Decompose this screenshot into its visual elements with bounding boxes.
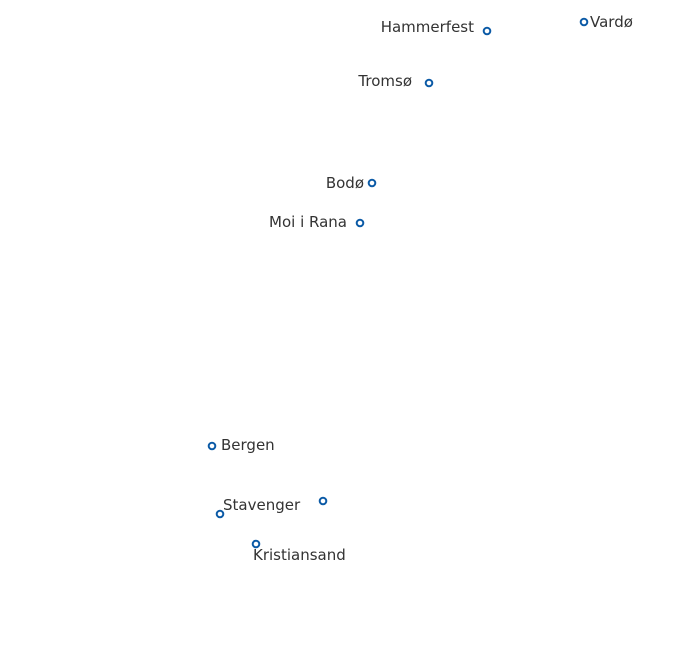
city-marker-hammerfest[interactable] xyxy=(482,26,492,36)
city-label-vardo: Vardø xyxy=(590,13,633,31)
city-marker-stavanger[interactable] xyxy=(215,509,225,519)
city-bergen[interactable]: Bergen xyxy=(207,436,275,454)
city-tromso[interactable]: Tromsø xyxy=(357,72,434,90)
city-stavanger[interactable]: Stavenger xyxy=(215,496,301,519)
city-label-bergen: Bergen xyxy=(221,436,275,454)
city-marker-oslo[interactable] xyxy=(318,496,328,506)
city-marker-bodo[interactable] xyxy=(367,178,377,188)
city-marker-tromso[interactable] xyxy=(424,78,434,88)
city-bodo[interactable]: Bodø xyxy=(326,174,377,192)
city-label-bodo: Bodø xyxy=(326,174,364,192)
city-marker-bergen[interactable] xyxy=(207,441,217,451)
city-label-stavanger: Stavenger xyxy=(223,496,301,514)
city-marker-vardo[interactable] xyxy=(579,17,589,27)
city-oslo[interactable] xyxy=(318,496,328,506)
city-label-tromso: Tromsø xyxy=(357,72,412,90)
city-label-mo-i-rana: Moi i Rana xyxy=(269,213,347,231)
city-kristiansand[interactable]: Kristiansand xyxy=(251,539,346,564)
city-vardo[interactable]: Vardø xyxy=(579,13,633,31)
city-label-kristiansand: Kristiansand xyxy=(253,546,346,564)
city-marker-kristiansand[interactable] xyxy=(251,539,261,549)
city-marker-mo-i-rana[interactable] xyxy=(355,218,365,228)
city-hammerfest[interactable]: Hammerfest xyxy=(381,18,492,36)
city-mo-i-rana[interactable]: Moi i Rana xyxy=(269,213,365,231)
city-label-hammerfest: Hammerfest xyxy=(381,18,474,36)
